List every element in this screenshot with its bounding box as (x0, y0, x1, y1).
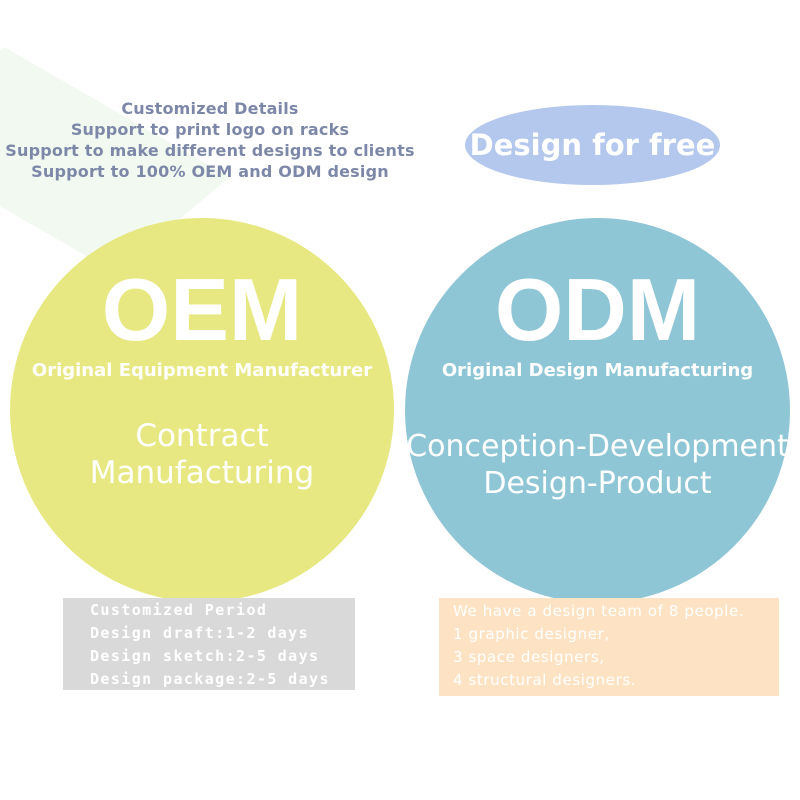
odm-description-line: Conception-Development (406, 429, 789, 464)
team-line: 4 structural designers. (453, 671, 637, 689)
design-team-box: We have a design team of 8 people. 1 gra… (439, 598, 779, 696)
team-line: 3 space designers, (453, 648, 605, 666)
period-line: Design sketch:2-5 days (90, 647, 320, 665)
customized-period-box: Customized Period Design draft:1-2 days … (63, 598, 355, 690)
oem-description: Contract Manufacturing (10, 418, 394, 492)
details-line: Support to print logo on racks (70, 120, 350, 139)
team-line: We have a design team of 8 people. (453, 602, 745, 620)
oem-circle: OEM Original Equipment Manufacturer Cont… (10, 218, 394, 602)
design-for-free-badge: Design for free (465, 105, 720, 185)
oem-description-line: Manufacturing (89, 455, 315, 491)
odm-circle: ODM Original Design Manufacturing Concep… (405, 218, 790, 603)
odm-description: Conception-Development Design-Product (405, 428, 790, 502)
details-line: Support to make different designs to cli… (5, 141, 415, 160)
odm-title: ODM (494, 260, 701, 359)
design-for-free-label: Design for free (469, 128, 716, 162)
oem-subtitle: Original Equipment Manufacturer (31, 360, 373, 381)
odm-subtitle: Original Design Manufacturing (441, 360, 754, 381)
period-line: Design package:2-5 days (90, 670, 330, 688)
team-line: 1 graphic designer, (453, 625, 610, 643)
oem-title: OEM (101, 260, 303, 359)
customized-details-text: Customized Details Support to print logo… (0, 98, 420, 182)
details-line: Support to 100% OEM and ODM design (31, 162, 389, 181)
period-heading: Customized Period (90, 601, 268, 619)
oem-description-line: Contract (135, 418, 269, 454)
period-line: Design draft:1-2 days (90, 624, 310, 642)
odm-description-line: Design-Product (483, 466, 712, 501)
details-heading: Customized Details (121, 99, 299, 118)
